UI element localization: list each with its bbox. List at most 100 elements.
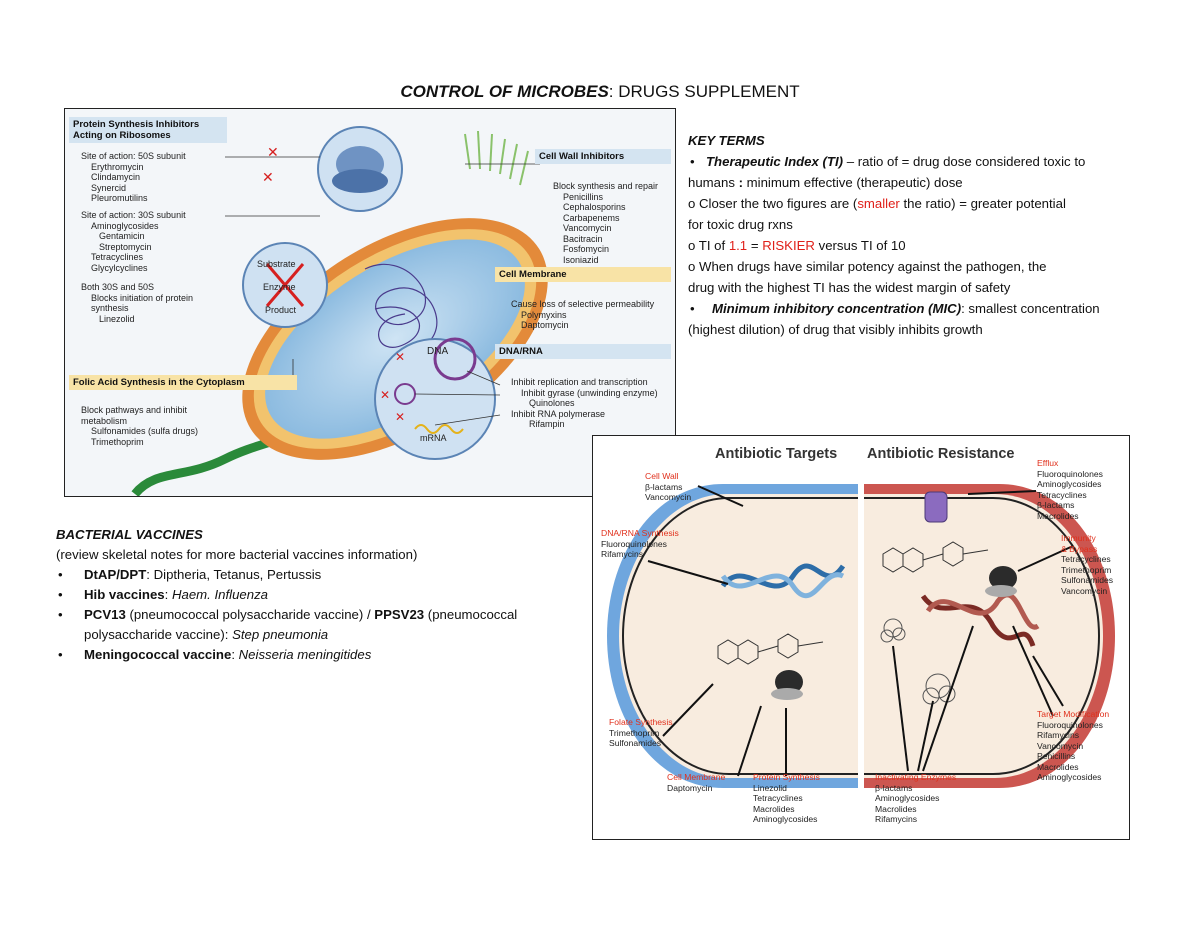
folate-molecule-right	[882, 541, 989, 573]
men-organism: Neisseria meningitides	[238, 647, 372, 662]
cell-wall-drug: Fosfomycin	[563, 244, 610, 254]
potency-note-cont: drug with the highest TI has the widest …	[688, 280, 1011, 295]
inactivating-drug: β-lactams	[875, 782, 913, 793]
mic-definition: Minimum inhibitory concentration (MIC): …	[688, 298, 1148, 319]
bacterium-illustration: ✕ ✕ ✕ ✕ ✕	[131, 126, 548, 496]
dna-rna-drug: Rifamycins	[601, 549, 644, 559]
mic-def1: : smallest concentration	[961, 301, 1100, 316]
folic-desc: Block pathways and inhibit	[81, 405, 188, 415]
site30s-block: Site of action: 30S subunit Aminoglycosi…	[81, 210, 186, 273]
antibiotic-targets-resistance-figure: Antibiotic Targets Antibiotic Resistance…	[592, 435, 1130, 840]
target-mod-drug: Vancomycin	[1037, 740, 1084, 751]
target-dna-rna: DNA/RNA Synthesis Fluoroquinolones Rifam…	[601, 528, 679, 560]
cell-wall-drug: Bacitracin	[563, 233, 603, 244]
inactivating-enzyme-1	[880, 618, 906, 643]
dna-rna-block: Inhibit replication and transcription In…	[511, 377, 658, 430]
inactivating-label: Inactivating Enzymes	[875, 772, 957, 782]
mic-definition-cont: (highest dilution) of drug that visibly …	[688, 322, 983, 337]
ribosome-left	[775, 670, 803, 694]
cell-wall-drug: Isoniazid	[563, 254, 599, 265]
folate-drug: Trimethoprim	[609, 727, 660, 738]
pcv-organism: Step pneumonia	[232, 627, 329, 642]
resistance-efflux: Efflux Fluoroquinolones Aminoglycosides …	[1037, 458, 1103, 521]
folic-drug: Sulfonamides (sulfa drugs)	[91, 426, 199, 436]
cell-wall-drug: β-lactams	[645, 481, 683, 492]
resistance-immunity: Immunity & Bypass Tetracyclines Trimetho…	[1061, 533, 1113, 596]
cell-comparison-illustration	[607, 484, 1115, 788]
vaccine-item-pcv-cont: polysaccharide vaccine): Step pneumonia	[56, 625, 596, 645]
cell-wall-desc: Block synthesis and repair	[553, 181, 659, 191]
cell-wall-drug: Cephalosporins	[563, 202, 626, 212]
vaccine-item-dtap: DtAP/DPT: Diptheria, Tetanus, Pertussis	[56, 565, 596, 585]
vaccines-note: (review skeletal notes for more bacteria…	[56, 547, 418, 562]
site50s-label: Site of action: 50S subunit	[81, 151, 186, 161]
potency-note: o When drugs have similar potency agains…	[688, 259, 1047, 274]
men-sep: :	[231, 647, 239, 662]
immunity-drug: Vancomycin	[1061, 585, 1108, 596]
ppsv-name: PPSV23	[374, 607, 425, 622]
pcv-desc2: (pneumococcal	[424, 607, 518, 622]
target-mod-drug: Penicillins	[1037, 751, 1076, 761]
title-rest: : DRUGS SUPPLEMENT	[608, 82, 800, 101]
svg-text:✕: ✕	[395, 410, 405, 424]
ti-definition: Therapeutic Index (TI) – ratio of = drug…	[688, 151, 1148, 172]
title-emphasis: CONTROL OF MICROBES	[400, 82, 609, 101]
efflux-drug: Tetracyclines	[1037, 489, 1087, 500]
both-block: Both 30S and 50S Blocks initiation of pr…	[81, 282, 193, 324]
mic-term: Minimum inhibitory concentration (MIC)	[712, 301, 962, 316]
both-desc: Blocks initiation of protein	[91, 292, 194, 303]
dna-callout	[374, 338, 496, 460]
immunity-label: Immunity	[1061, 533, 1096, 543]
hib-sep: :	[164, 587, 172, 602]
ti-def2c: minimum effective (therapeutic) dose	[743, 175, 963, 190]
hib-name: Hib vaccines	[84, 587, 165, 602]
cell-wall-drug: Vancomycin	[563, 223, 612, 233]
immunity-drug: Tetracyclines	[1061, 554, 1111, 564]
both-drug: Linezolid	[99, 313, 135, 324]
drug50s: Synercid	[91, 182, 127, 193]
target-mod-drug: Fluoroquinolones	[1037, 719, 1103, 730]
dna-drug: Rifampin	[529, 419, 565, 429]
pili	[464, 130, 529, 186]
dna-tangle	[364, 263, 438, 350]
ti-def2a: humans	[688, 175, 739, 190]
target-cell-wall: Cell Wall β-lactams Vancomycin	[645, 471, 691, 503]
folic-desc: metabolism	[81, 415, 128, 426]
dna-rna-label: DNA/RNA Synthesis	[601, 528, 679, 538]
drug50s: Pleuromutilins	[91, 193, 148, 203]
efflux-label: Efflux	[1037, 458, 1059, 468]
membrane-desc: Cause loss of selective permeability	[511, 299, 655, 309]
immunity-drug: Trimethoprim	[1061, 564, 1112, 575]
target-cell-membrane: Cell Membrane Daptomycin	[667, 772, 725, 793]
protein-header-line1: Protein Synthesis Inhibitors	[73, 119, 200, 130]
dtap-name: DtAP/DPT	[84, 567, 147, 582]
hib-desc: Haem. Influenza	[171, 587, 268, 602]
efflux-drug: Aminoglycosides	[1037, 479, 1102, 489]
immunity-label: & Bypass	[1061, 543, 1098, 554]
svg-text:✕: ✕	[380, 388, 390, 402]
dna-desc: Inhibit replication and transcription	[511, 377, 648, 387]
target-folate: Folate Synthesis Trimethoprim Sulfonamid…	[609, 717, 673, 749]
product-label: Product	[265, 305, 297, 315]
ti-red2: RISKIER	[762, 238, 815, 253]
vaccines-title: BACTERIAL VACCINES	[56, 527, 203, 542]
drug30s: Glycylcyclines	[91, 262, 148, 273]
cell-wall-drug: Vancomycin	[645, 492, 692, 502]
protein-synthesis-header: Protein Synthesis Inhibitors Acting on R…	[69, 117, 227, 143]
protein-header-line2: Acting on Ribosomes	[73, 130, 171, 141]
ti-def1: – ratio of = drug dose considered toxic …	[843, 154, 1086, 169]
membrane-drug: Daptomycin	[521, 320, 569, 330]
protein-drug: Aminoglycosides	[753, 814, 818, 824]
dna-desc: Inhibit gyrase (unwinding enzyme)	[521, 387, 658, 398]
folate-drug: Sulfonamides	[609, 738, 662, 748]
protein-label: Protein Synthesis	[753, 772, 820, 782]
key-terms-section: KEY TERMS Therapeutic Index (TI) – ratio…	[688, 130, 1148, 340]
folate-label: Folate Synthesis	[609, 717, 673, 727]
resistance-inactivating-enzymes: Inactivating Enzymes β-lactams Aminoglyc…	[875, 772, 956, 825]
protein-drug: Macrolides	[753, 803, 795, 814]
bacterial-vaccines-section: BACTERIAL VACCINES (review skeletal note…	[56, 525, 596, 665]
dna-helix-right	[920, 592, 1040, 647]
substrate-label: Substrate	[257, 259, 296, 269]
cell-membrane-block: Cause loss of selective permeability Pol…	[511, 299, 654, 331]
target-mod-drug: Rifamycins	[1037, 730, 1080, 740]
